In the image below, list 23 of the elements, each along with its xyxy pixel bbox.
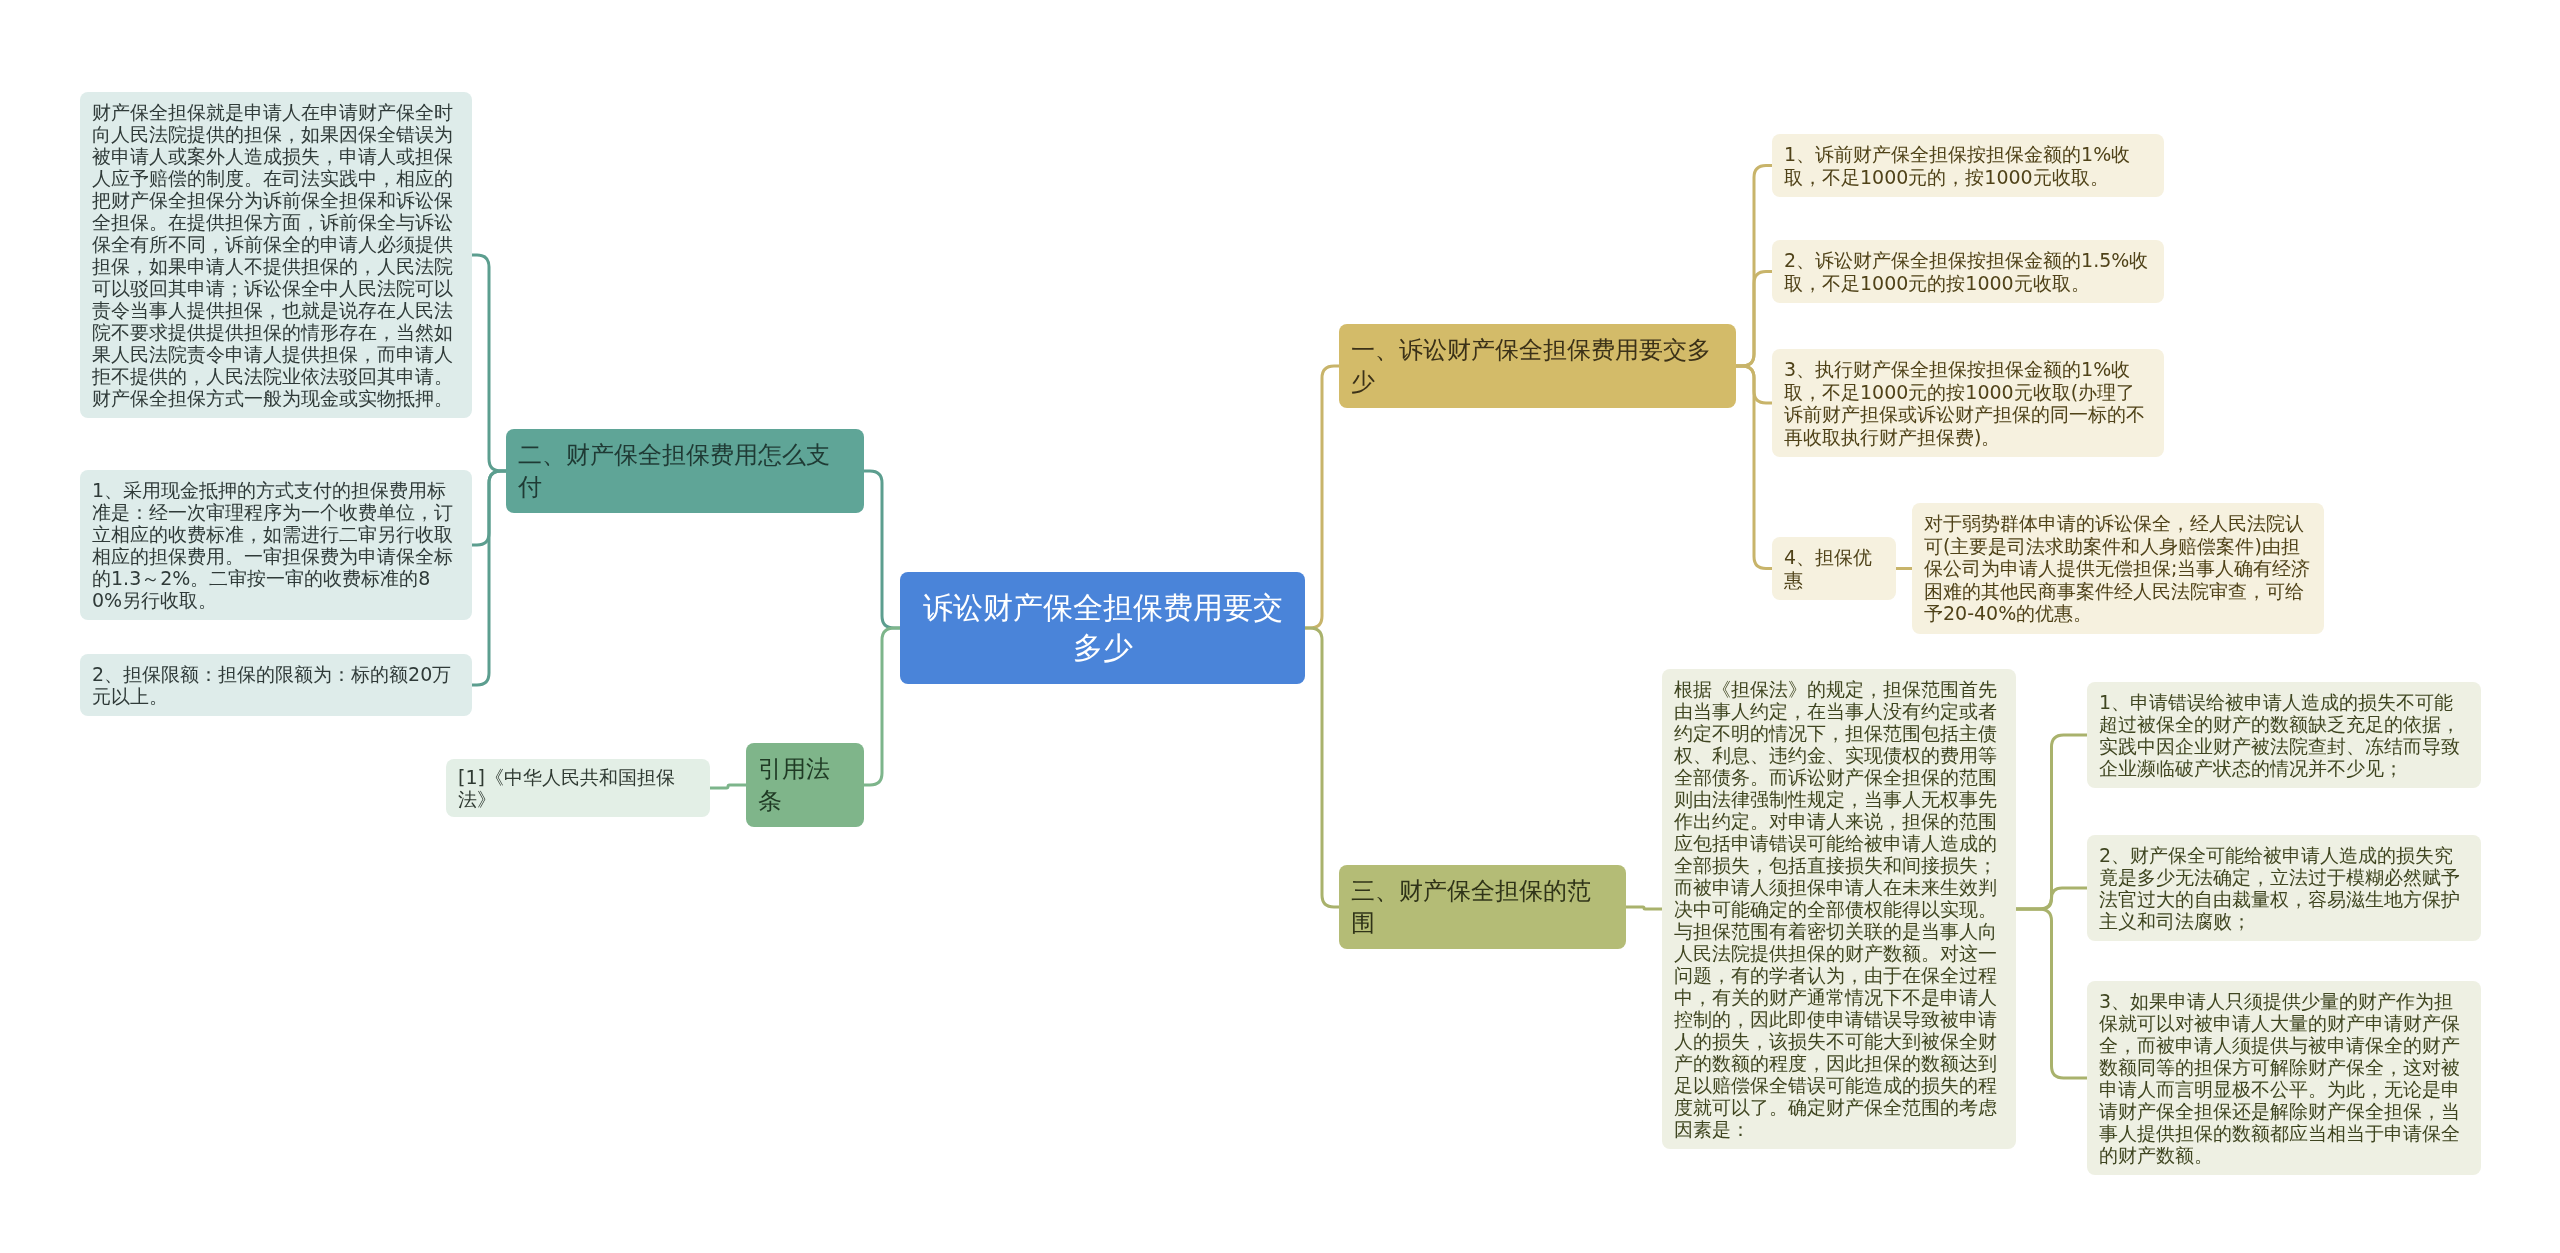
note-box: 2、担保限额：担保的限额为：标的额20万元以上。 bbox=[80, 654, 472, 716]
note-box: 财产保全担保就是申请人在申请财产保全时向人民法院提供的担保，如果因保全错误为被申请人或案外人造成损失，申请人或担保人应予赔偿的制度。在司法实践中，相应的把财产保全担保分为诉前保全担保和诉讼保全担保。在提供担保方面，诉前保全与诉讼保全有所不同，诉前保全的申请人必须提供担保，如果申请人不提供担保的，人民法院可以驳回其申请；诉讼保全中人民法院可以责令当事人提供担保，也就是说存在人民法院不要求提供提供担保的情形存在，当然如果人民法院责令申请人提供担保，而申请人拒不提供的，人民法院业依法驳回其申请。财产保全担保方式一般为现金或实物抵押。 bbox=[80, 92, 472, 418]
note-box: 2、财产保全可能给被申请人造成的损失究竟是多少无法确定，立法过于模糊必然赋予法官过大的自由裁量权，容易滋生地方保护主义和司法腐败； bbox=[2087, 835, 2481, 941]
note-box: 1、诉前财产保全担保按担保金额的1%收取，不足1000元的，按1000元收取。 bbox=[1772, 134, 2164, 197]
connector bbox=[710, 783, 746, 790]
note-box: 2、诉讼财产保全担保按担保金额的1.5%收取，不足1000元的按1000元收取。 bbox=[1772, 240, 2164, 303]
connector bbox=[1896, 567, 1912, 570]
topic-box: 三、财产保全担保的范围 bbox=[1339, 865, 1626, 949]
connector bbox=[864, 626, 900, 787]
note-box: 对于弱势群体申请的诉讼保全，经人民法院认可(主要是司法求助案件和人身赔偿案件)由担保公司为申请人提供无偿担保;当事人确有经济困难的其他民商事案件经人民法院审查，可给予20-40%的优惠。 bbox=[1912, 503, 2324, 634]
connector bbox=[2016, 907, 2087, 1080]
topic-box: 引用法条 bbox=[746, 743, 864, 827]
note-box: 根据《担保法》的规定，担保范围首先由当事人约定，在当事人没有约定或者约定不明的情况下，担保范围包括主债权、利息、违约金、实现债权的费用等全部债务。而诉讼财产保全担保的范围则由法律强制性规定，当事人无权事先作出约定。对申请人来说，担保的范围应包括申请错误可能给被申请人造成的全部损失，包括直接损失和间接损失；而被申请人须担保申请人在未来生效判决中可能确定的全部债权能得以实现。与担保范围有着密切关联的是当事人向人民法院提供担保的财产数额。对这一问题，有的学者认为，由于在保全过程中，有关的财产通常情况下不是申请人控制的，因此即使申请错误导致被申请人的损失，该损失不可能大到被保全财产的数额的程度，因此担保的数额达到足以赔偿保全错误可能造成的损失的程度就可以了。确定财产保全范围的考虑因素是： bbox=[1662, 669, 2016, 1149]
connector bbox=[1626, 905, 1662, 911]
note-box: [1]《中华人民共和国担保法》 bbox=[446, 759, 710, 817]
note-box: 1、申请错误给被申请人造成的损失不可能超过被保全的财产的数额缺乏充足的依据，实践中因企业财产被法院查封、冻结而导致企业濒临破产状态的情况并不少见； bbox=[2087, 682, 2481, 788]
note-box: 3、如果申请人只须提供少量的财产作为担保就可以对被申请人大量的财产申请财产保全，而被申请人须提供与被申请保全的财产数额同等的担保方可解除财产保全，这对被申请人而言明显极不公平。为此，无论是申请财产保全担保还是解除财产保全担保，当事人提供担保的数额都应当相当于申请保全的财产数额。 bbox=[2087, 981, 2481, 1175]
note-box: 3、执行财产保全担保按担保金额的1%收取，不足1000元的按1000元收取(办理了诉前财产担保或诉讼财产担保的同一标的不再收取执行财产担保费)。 bbox=[1772, 349, 2164, 457]
central-topic-box: 诉讼财产保全担保费用要交多少 bbox=[900, 572, 1305, 684]
note-box: 1、采用现金抵押的方式支付的担保费用标准是：经一次审理程序为一个收费单位，订立相应的收费标准，如需进行二审另行收取相应的担保费用。一审担保费为申请保全标的1.3～2%。二审按一审的收费标准的80%另行收取。 bbox=[80, 470, 472, 620]
note-box: 4、担保优惠 bbox=[1772, 537, 1896, 600]
topic-box: 二、财产保全担保费用怎么支付 bbox=[506, 429, 864, 513]
topic-box: 一、诉讼财产保全担保费用要交多少 bbox=[1339, 324, 1736, 408]
